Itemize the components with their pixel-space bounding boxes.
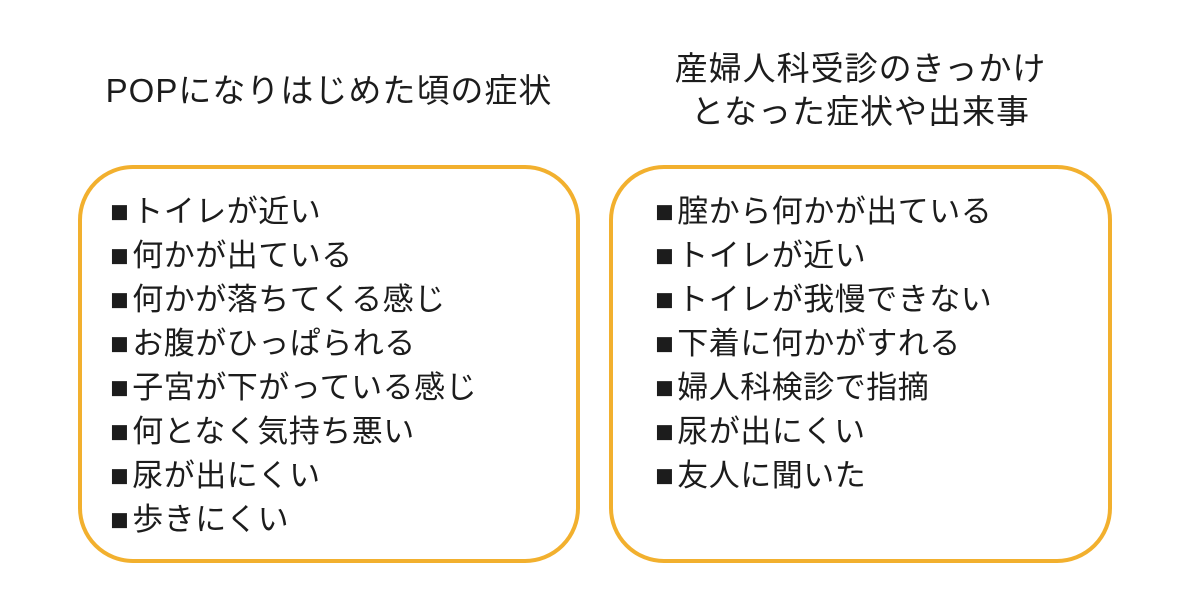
panel-title: 産婦人科受診のきっかけとなった症状や出来事 xyxy=(609,15,1112,165)
list-item-label: 尿が出にくい xyxy=(677,414,866,449)
square-bullet-icon: ■ xyxy=(110,326,130,361)
list-item: ■友人に聞いた xyxy=(655,454,1102,498)
list-item: ■何となく気持ち悪い xyxy=(110,410,570,454)
list-item-label: 腟から何かが出ている xyxy=(677,194,993,229)
list-item-label: 歩きにくい xyxy=(132,502,290,537)
panel-title-line: となった症状や出来事 xyxy=(690,93,1030,130)
square-bullet-icon: ■ xyxy=(110,502,130,537)
list-item: ■歩きにくい xyxy=(110,498,570,542)
list-item: ■トイレが我慢できない xyxy=(655,278,1102,322)
panel-title: POPになりはじめた頃の症状 xyxy=(78,15,580,165)
list-item-label: 何かが出ている xyxy=(132,238,353,273)
panel-title-line: POPになりはじめた頃の症状 xyxy=(105,71,553,109)
square-bullet-icon: ■ xyxy=(655,282,675,317)
list-item: ■トイレが近い xyxy=(110,190,570,234)
rounded-box: ■腟から何かが出ている■トイレが近い■トイレが我慢できない■下着に何かがすれる■… xyxy=(609,165,1112,563)
list-item-label: トイレが近い xyxy=(132,194,322,229)
list-item-label: お腹がひっぱられる xyxy=(132,326,416,361)
list-item: ■何かが出ている xyxy=(110,234,570,278)
square-bullet-icon: ■ xyxy=(110,194,130,229)
list-item-label: 子宮が下がっている感じ xyxy=(132,370,478,405)
square-bullet-icon: ■ xyxy=(110,238,130,273)
list-item-label: 下着に何かがすれる xyxy=(677,326,961,361)
square-bullet-icon: ■ xyxy=(655,458,675,493)
list-item: ■トイレが近い xyxy=(655,234,1102,278)
square-bullet-icon: ■ xyxy=(110,282,130,317)
list-item: ■下着に何かがすれる xyxy=(655,322,1102,366)
list-item-label: トイレが我慢できない xyxy=(677,282,993,317)
square-bullet-icon: ■ xyxy=(655,326,675,361)
list-item-label: トイレが近い xyxy=(677,238,867,273)
panel-title-line: 産婦人科受診のきっかけ xyxy=(674,50,1047,87)
square-bullet-icon: ■ xyxy=(655,194,675,229)
list-item: ■尿が出にくい xyxy=(655,410,1102,454)
rounded-box: ■トイレが近い■何かが出ている■何かが落ちてくる感じ■お腹がひっぱられる■子宮が… xyxy=(78,165,580,563)
symptom-list: ■腟から何かが出ている■トイレが近い■トイレが我慢できない■下着に何かがすれる■… xyxy=(655,190,1102,498)
list-item-label: 尿が出にくい xyxy=(132,458,321,493)
list-item: ■何かが落ちてくる感じ xyxy=(110,278,570,322)
square-bullet-icon: ■ xyxy=(110,414,130,449)
square-bullet-icon: ■ xyxy=(655,238,675,273)
list-item: ■婦人科検診で指摘 xyxy=(655,366,1102,410)
list-item-label: 何となく気持ち悪い xyxy=(132,414,415,449)
list-item: ■尿が出にくい xyxy=(110,454,570,498)
square-bullet-icon: ■ xyxy=(655,370,675,405)
list-item-label: 婦人科検診で指摘 xyxy=(677,370,930,405)
panel-gynecology-visit-triggers: 産婦人科受診のきっかけとなった症状や出来事■腟から何かが出ている■トイレが近い■… xyxy=(609,0,1112,563)
list-item: ■腟から何かが出ている xyxy=(655,190,1102,234)
list-item-label: 何かが落ちてくる感じ xyxy=(132,282,446,317)
symptom-list: ■トイレが近い■何かが出ている■何かが落ちてくる感じ■お腹がひっぱられる■子宮が… xyxy=(110,190,570,542)
square-bullet-icon: ■ xyxy=(110,458,130,493)
square-bullet-icon: ■ xyxy=(655,414,675,449)
list-item-label: 友人に聞いた xyxy=(677,458,867,493)
panel-pop-onset-symptoms: POPになりはじめた頃の症状■トイレが近い■何かが出ている■何かが落ちてくる感じ… xyxy=(78,0,580,563)
square-bullet-icon: ■ xyxy=(110,370,130,405)
list-item: ■子宮が下がっている感じ xyxy=(110,366,570,410)
list-item: ■お腹がひっぱられる xyxy=(110,322,570,366)
